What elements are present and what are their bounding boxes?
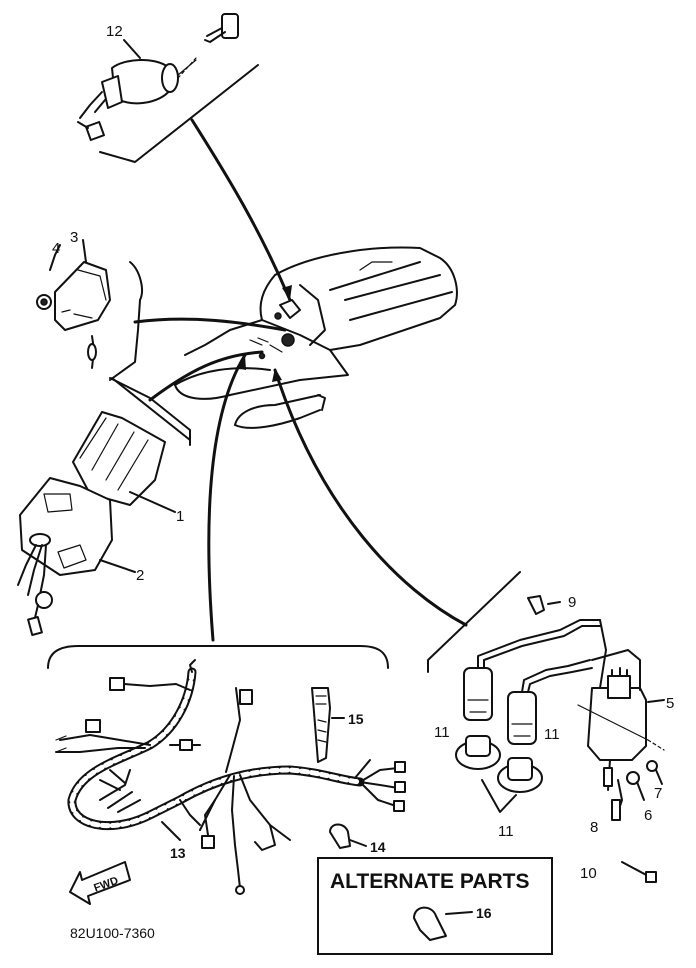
- callout-2: 2: [136, 567, 144, 584]
- ignition-coil-part-5: [577, 619, 665, 791]
- arrowhead-coil: [272, 368, 282, 382]
- arrowhead-13: [282, 285, 292, 300]
- leader-1-2: [148, 350, 264, 402]
- wire-harness-part-14: [55, 659, 406, 895]
- snowmobile-illustration: [174, 246, 458, 429]
- callout-11a: 11: [434, 724, 450, 741]
- callout-11b: 11: [544, 726, 560, 743]
- bolt-part-10: [621, 861, 657, 883]
- wire-part-8: [611, 779, 623, 821]
- leader-14: [207, 353, 247, 642]
- cover-part-1: [72, 377, 191, 513]
- bracket-1-2: [109, 377, 191, 445]
- clip-part-9: [527, 595, 561, 615]
- callout-3: 3: [70, 229, 78, 246]
- arrowhead-14: [236, 355, 246, 370]
- nut-part-7: [646, 760, 663, 785]
- main-switch-part-13: [77, 13, 259, 163]
- plug-cap-part-11-left: [463, 619, 601, 721]
- callout-17: 16: [476, 905, 492, 921]
- cdi-unit-part-3: [49, 239, 143, 381]
- clamp-part-15: [329, 823, 367, 849]
- callout-15: 14: [370, 839, 386, 855]
- forward-arrow: [69, 861, 131, 905]
- callout-5: 5: [666, 695, 674, 712]
- callout-1: 1: [176, 508, 184, 525]
- callout-16: 15: [348, 711, 364, 727]
- tie-band-part-16: [311, 687, 345, 763]
- coil-group-bracket: [427, 571, 521, 673]
- callout-6: 6: [644, 807, 652, 824]
- alternate-parts-title: ALTERNATE PARTS: [330, 870, 530, 893]
- cdi-box-part-2: [17, 477, 136, 637]
- leader-3: [133, 317, 287, 332]
- leader-13: [190, 118, 292, 302]
- drawing-code: 82U100-7360: [70, 925, 155, 941]
- callout-9: 9: [568, 594, 576, 611]
- harness-bracket: [47, 645, 389, 669]
- callout-8: 8: [590, 819, 598, 836]
- callout-10: 10: [580, 865, 597, 882]
- plug-boot-part-12: [455, 735, 543, 813]
- callout-14: 13: [170, 845, 186, 861]
- callout-13: 12: [106, 23, 123, 40]
- alternate-parts-box: [317, 857, 553, 955]
- nut-part-4: [36, 294, 52, 310]
- callout-4: 4: [52, 240, 60, 257]
- bolt-part-6: [626, 771, 645, 801]
- callout-12: 11: [498, 823, 514, 840]
- leader-coil: [273, 368, 468, 627]
- plug-cap-part-11-right: [507, 659, 593, 745]
- callout-7: 7: [654, 785, 662, 802]
